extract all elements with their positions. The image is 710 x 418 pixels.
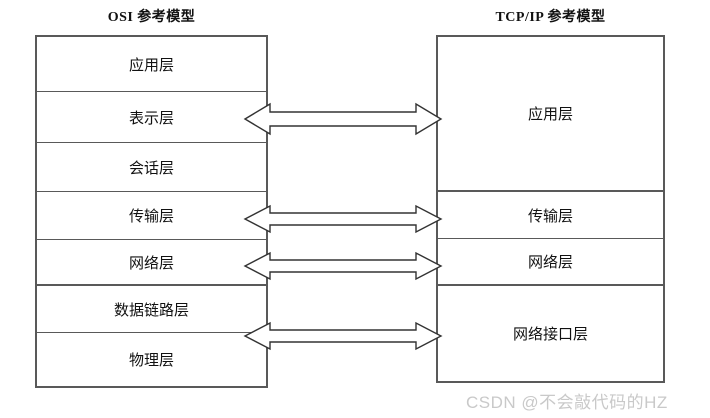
osi-layer-label: 物理层 <box>128 353 174 369</box>
tcpip-layer-application: 应用层 <box>438 37 663 192</box>
tcpip-layer-label: 网络层 <box>527 255 573 271</box>
osi-layer-label: 应用层 <box>128 57 174 74</box>
osi-layer-label: 网络层 <box>128 255 174 272</box>
osi-layer-datalink: 数据链路层 <box>37 286 266 333</box>
mapping-arrow-transport-to-transport <box>243 203 443 235</box>
csdn-watermark: CSDN @不会敲代码的HZ <box>466 393 668 412</box>
tcpip-layer-label: 网络接口层 <box>512 327 588 343</box>
osi-layer-label: 数据链路层 <box>113 302 189 319</box>
osi-layer-presentation: 表示层 <box>37 92 266 143</box>
tcpip-layer-stack: 应用层 传输层 网络层 网络接口层 <box>436 35 665 383</box>
mapping-arrow-presentation-to-application <box>243 100 443 138</box>
mapping-arrow-network-to-network <box>243 250 443 282</box>
tcpip-layer-network: 网络层 <box>438 239 663 286</box>
osi-layer-label: 表示层 <box>128 110 174 127</box>
tcpip-layer-label: 应用层 <box>527 107 573 123</box>
osi-layer-session: 会话层 <box>37 143 266 192</box>
osi-layer-network: 网络层 <box>37 240 266 286</box>
osi-layer-label: 会话层 <box>128 160 174 177</box>
osi-layer-label: 传输层 <box>128 209 174 225</box>
tcpip-model-title: TCP/IP 参考模型 <box>495 10 606 25</box>
osi-layer-application: 应用层 <box>37 37 266 92</box>
osi-layer-transport: 传输层 <box>37 192 266 240</box>
tcpip-layer-label: 传输层 <box>527 208 573 225</box>
tcpip-layer-transport: 传输层 <box>438 192 663 239</box>
osi-layer-physical: 物理层 <box>37 333 266 386</box>
osi-model-title: OSI 参考模型 <box>107 10 196 25</box>
tcpip-layer-network-interface: 网络接口层 <box>438 286 663 381</box>
mapping-arrow-datalink-to-network-interface <box>243 320 443 352</box>
osi-layer-stack: 应用层 表示层 会话层 传输层 网络层 数据链路层 物理层 <box>35 35 268 388</box>
